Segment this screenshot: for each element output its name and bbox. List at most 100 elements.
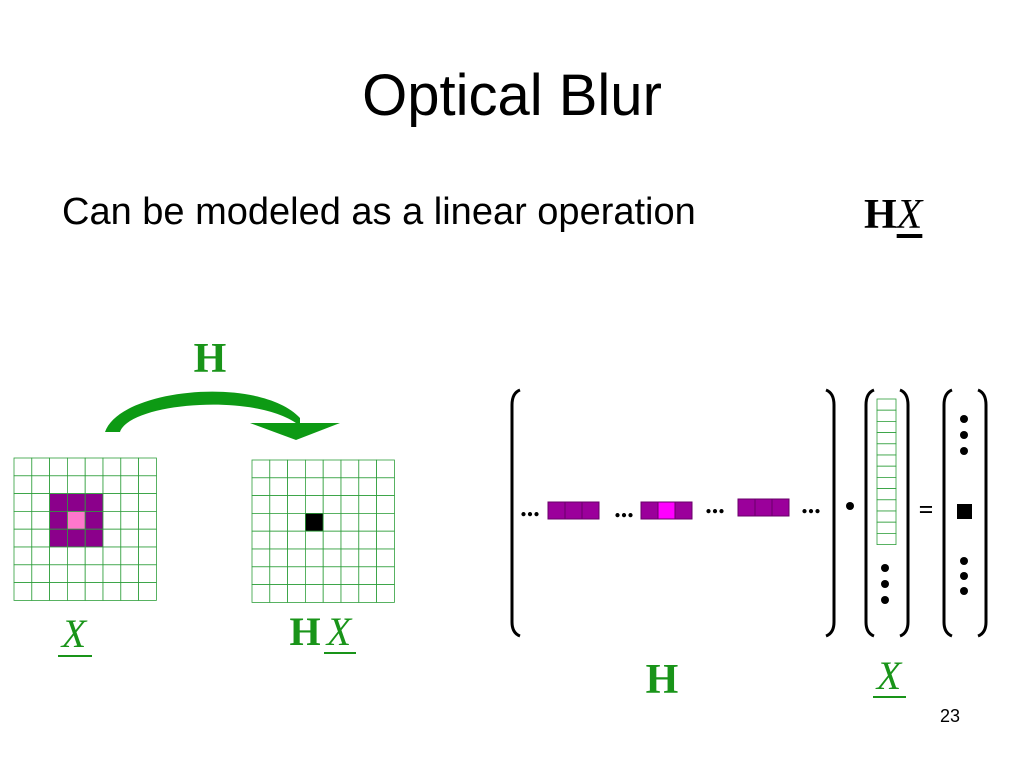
input-grid-cell — [102, 528, 122, 548]
output-grid-cell — [269, 566, 288, 585]
kernel-cell — [674, 501, 693, 520]
input-grid-cell — [31, 564, 50, 583]
kernel-cell — [771, 498, 790, 517]
vector-label: X — [875, 653, 903, 698]
input-grid-cell — [120, 493, 140, 512]
matrix-left-bracket — [510, 388, 521, 638]
output-grid-cell — [340, 584, 360, 603]
input-grid-filled-cell — [49, 510, 68, 530]
matrix-right-bracket — [825, 388, 836, 638]
vector-x-cell — [876, 465, 897, 478]
slide-title: Optical Blur — [362, 63, 662, 128]
slide-subtitle: Can be modeled as a linear operation — [62, 191, 696, 233]
output-grid-cell — [304, 584, 324, 603]
output-grid-cell — [304, 495, 324, 514]
vector-x-vertical-ellipsis-icon — [881, 564, 889, 604]
input-grid-cell — [138, 564, 157, 583]
input-grid-cell — [13, 582, 33, 601]
input-grid-cell — [138, 457, 157, 477]
vector-x-cell — [876, 521, 897, 534]
input-grid-cell — [138, 582, 157, 601]
output-grid-cell — [340, 566, 360, 585]
input-grid-cell — [31, 528, 50, 548]
output-grid-cell — [304, 530, 324, 550]
output-grid-cell — [340, 495, 360, 514]
vector-x-cell — [876, 510, 897, 523]
result-top-vertical-ellipsis-icon — [960, 415, 968, 455]
output-grid-cell — [376, 513, 395, 532]
output-grid-cell — [376, 584, 395, 603]
output-grid-cell — [322, 566, 342, 585]
input-grid-cell — [49, 546, 68, 566]
output-grid-filled-cell — [304, 513, 324, 532]
input-grid-filled-cell — [84, 510, 104, 530]
input-grid-cell — [120, 457, 140, 477]
input-grid-cell — [13, 546, 33, 566]
input-grid-cell — [102, 546, 122, 566]
input-grid-cell — [67, 582, 86, 601]
output-grid-cell — [358, 513, 377, 532]
output-grid-cell — [322, 495, 342, 514]
input-image-grid — [13, 457, 157, 601]
input-grid-cell — [120, 510, 140, 530]
output-grid-cell — [251, 477, 271, 496]
output-grid-cell — [358, 584, 377, 603]
output-grid-cell — [287, 566, 306, 585]
vector-x-cell — [876, 488, 897, 501]
output-grid-cell — [304, 566, 324, 585]
output-grid-cell — [269, 513, 288, 532]
ellipsis-1: ... — [520, 493, 540, 522]
input-grid-cell — [13, 528, 33, 548]
output-grid-cell — [358, 477, 377, 496]
vector-x-cell — [876, 432, 897, 445]
input-grid-cell — [84, 457, 104, 477]
input-grid-cell — [102, 493, 122, 512]
vector-x-cell — [876, 443, 897, 456]
output-grid-cell — [304, 459, 324, 479]
input-grid-cell — [67, 457, 86, 477]
input-grid-cell — [84, 564, 104, 583]
output-grid-cell — [322, 513, 342, 532]
vector-x-cell — [876, 398, 897, 411]
output-grid-cell — [269, 495, 288, 514]
input-grid-cell — [31, 457, 50, 477]
input-grid-cell — [102, 475, 122, 494]
output-grid-cell — [376, 530, 395, 550]
kernel-cell — [754, 498, 773, 517]
output-grid-cell — [358, 495, 377, 514]
slide-number: 23 — [940, 706, 961, 726]
output-grid-cell — [340, 459, 360, 479]
output-grid-cell — [269, 584, 288, 603]
output-image-grid — [251, 459, 395, 603]
output-grid-cell — [340, 530, 360, 550]
equals-sign: = — [919, 495, 934, 524]
arrow-label: H — [194, 336, 227, 382]
output-label-vector: X — [325, 609, 353, 654]
output-grid-cell — [287, 459, 306, 479]
input-grid-cell — [13, 510, 33, 530]
multiply-dot-icon — [846, 502, 854, 510]
output-grid-cell — [322, 584, 342, 603]
input-grid-cell — [31, 582, 50, 601]
input-grid-cell — [31, 510, 50, 530]
result-right-bracket — [977, 388, 988, 638]
output-grid-cell — [376, 459, 395, 479]
input-grid-cell — [13, 475, 33, 494]
kernel-cell — [547, 501, 566, 520]
vector-x-cell — [876, 499, 897, 512]
output-grid-cell — [358, 459, 377, 479]
vector-x-column-grid — [876, 398, 897, 546]
output-grid-cell — [322, 477, 342, 496]
output-grid-cell — [287, 513, 306, 532]
input-grid-cell — [84, 546, 104, 566]
kernel-block-center — [640, 501, 693, 520]
input-label: X — [60, 611, 88, 656]
kernel-cell — [657, 501, 676, 520]
input-grid-cell — [84, 475, 104, 494]
input-grid-cell — [13, 493, 33, 512]
output-grid-cell — [376, 477, 395, 496]
input-grid-cell — [49, 564, 68, 583]
kernel-cell — [640, 501, 659, 520]
input-grid-cell — [138, 493, 157, 512]
